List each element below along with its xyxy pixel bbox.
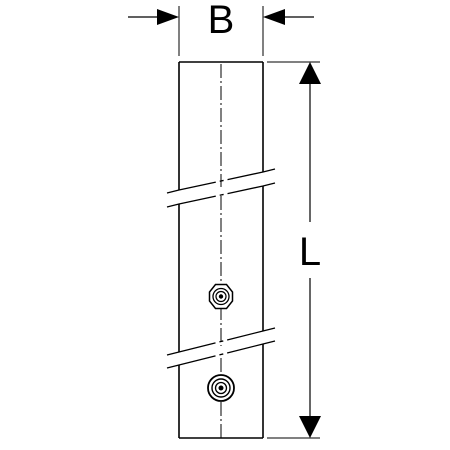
width-dimension: B	[128, 0, 314, 56]
width-arrow-right-icon	[263, 9, 285, 25]
length-arrow-bottom-icon	[299, 416, 321, 438]
length-dimension: L	[267, 61, 321, 439]
upper-hex-center	[218, 294, 224, 299]
lower-round-center	[218, 385, 224, 391]
rail-body	[178, 61, 264, 439]
upper-hex-fitting-icon	[208, 283, 234, 310]
lower-round-fitting-icon	[207, 374, 235, 402]
break-line-lower-bottom	[166, 340, 276, 369]
width-arrow-left-icon	[157, 9, 179, 25]
width-label: B	[208, 0, 235, 42]
length-label: L	[299, 230, 321, 274]
break-line-upper-bottom	[166, 182, 276, 208]
length-arrow-top-icon	[299, 62, 321, 84]
